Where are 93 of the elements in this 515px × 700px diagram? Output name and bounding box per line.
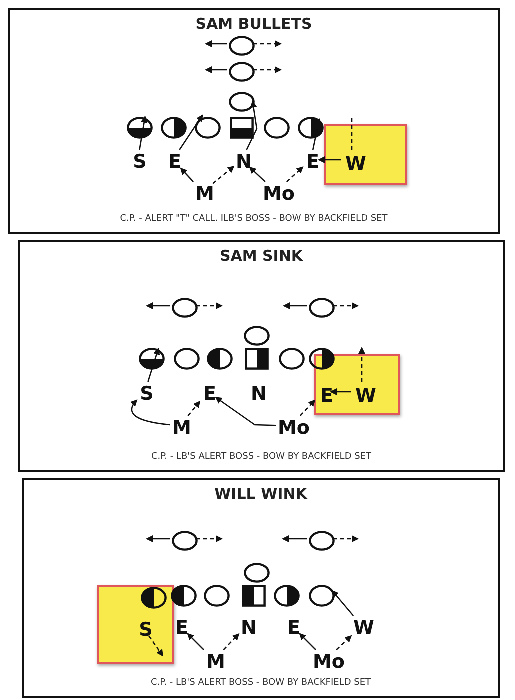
- dashed-arrow: [333, 536, 359, 542]
- arrow: [246, 100, 258, 150]
- offense-player-oval: [207, 348, 233, 370]
- defender-letter: M: [195, 184, 215, 204]
- arrow: [180, 168, 194, 182]
- arrow: [179, 114, 204, 150]
- play-title: SAM BULLETS: [196, 15, 312, 33]
- arrow: [130, 400, 170, 426]
- center-square-symbol: [242, 585, 266, 607]
- offense-player-oval: [141, 587, 167, 609]
- play-panel: [22, 478, 500, 698]
- arrow: [282, 536, 307, 542]
- defender-letter: E: [305, 152, 321, 172]
- defender-letter: N: [236, 152, 252, 172]
- arrow: [283, 302, 307, 310]
- arrow: [249, 166, 266, 182]
- play-panel: [18, 240, 505, 472]
- play-caption: C.P. - LB'S ALERT BOSS - BOW BY BACKFIELD SET: [150, 678, 372, 688]
- offense-player-oval: [244, 563, 270, 583]
- arrow: [330, 388, 351, 396]
- dashed-arrow: [358, 347, 366, 382]
- offense-player-oval: [171, 585, 197, 607]
- offense-player-oval: [229, 36, 255, 56]
- defender-letter: N: [241, 618, 257, 638]
- offense-player-oval: [229, 92, 255, 112]
- arrow: [318, 156, 341, 164]
- offense-player-oval: [127, 117, 153, 139]
- arrow: [215, 397, 276, 426]
- defender-letter: W: [355, 386, 377, 406]
- dashed-arrow: [286, 166, 304, 182]
- play-caption: C.P. - LB'S ALERT BOSS - BOW BY BACKFIELD SET: [151, 452, 372, 462]
- dashed-arrow: [196, 302, 223, 310]
- offense-player-oval: [244, 326, 270, 346]
- arrow: [187, 633, 204, 650]
- arrow: [146, 302, 170, 310]
- dashed-arrow: [253, 66, 282, 74]
- play-title: WILL WINK: [214, 485, 308, 503]
- center-square-symbol: [230, 117, 254, 139]
- defender-letter: Mo: [263, 184, 293, 204]
- arrow: [148, 348, 160, 382]
- offense-player-oval: [172, 298, 198, 318]
- offense-player-oval: [309, 298, 335, 318]
- defender-letter: N: [251, 384, 267, 404]
- dashed-line: [351, 118, 353, 150]
- offense-player-oval: [229, 62, 255, 82]
- defender-letter: M: [206, 652, 226, 672]
- defender-letter: E: [202, 384, 218, 404]
- offense-player-oval: [298, 117, 324, 139]
- offense-player-oval: [139, 348, 165, 370]
- defender-letter: Mo: [313, 652, 343, 672]
- arrow: [312, 118, 322, 150]
- defender-letter: E: [167, 152, 183, 172]
- offense-player-oval: [309, 531, 335, 551]
- arrow: [146, 536, 170, 542]
- defender-letter: W: [345, 154, 367, 174]
- play-title: SAM SINK: [220, 247, 304, 265]
- offense-player-oval: [195, 117, 221, 139]
- defender-letter: E: [319, 386, 335, 406]
- dashed-arrow: [148, 636, 164, 657]
- offense-player-oval: [264, 117, 290, 139]
- dashed-arrow: [300, 400, 316, 416]
- arrow: [299, 633, 316, 650]
- dashed-arrow: [196, 536, 223, 542]
- offense-player-oval: [279, 348, 305, 370]
- defender-letter: Mo: [278, 418, 308, 438]
- defender-letter: M: [172, 418, 192, 438]
- dashed-arrow: [336, 635, 352, 650]
- defender-letter: E: [174, 618, 190, 638]
- arrow: [205, 66, 227, 74]
- dashed-arrow: [253, 40, 282, 48]
- highlight-box: [314, 354, 400, 414]
- highlight-box: [324, 124, 406, 184]
- offense-player-oval: [274, 585, 300, 607]
- offense-player-oval: [174, 348, 200, 370]
- center-square-symbol: [245, 348, 269, 370]
- dashed-arrow: [212, 166, 235, 184]
- highlight-box: [96, 584, 174, 664]
- defender-letter: W: [353, 618, 375, 638]
- arrow: [205, 40, 227, 48]
- offense-player-oval: [161, 117, 187, 139]
- play-caption: C.P. - ALERT "T" CALL. ILB'S BOSS - BOW BY BACKFIELD SET: [120, 214, 388, 224]
- defender-letter: S: [139, 384, 155, 404]
- arrow: [332, 590, 354, 616]
- dashed-arrow: [333, 302, 359, 310]
- offense-player-oval: [204, 585, 230, 607]
- dashed-arrow: [223, 633, 240, 650]
- offense-player-oval: [172, 531, 198, 551]
- defender-letter: E: [286, 618, 302, 638]
- defender-letter: S: [138, 620, 154, 640]
- dashed-arrow: [188, 400, 201, 416]
- offense-player-oval: [309, 585, 335, 607]
- defender-letter: S: [132, 152, 148, 172]
- play-panel: [8, 8, 500, 234]
